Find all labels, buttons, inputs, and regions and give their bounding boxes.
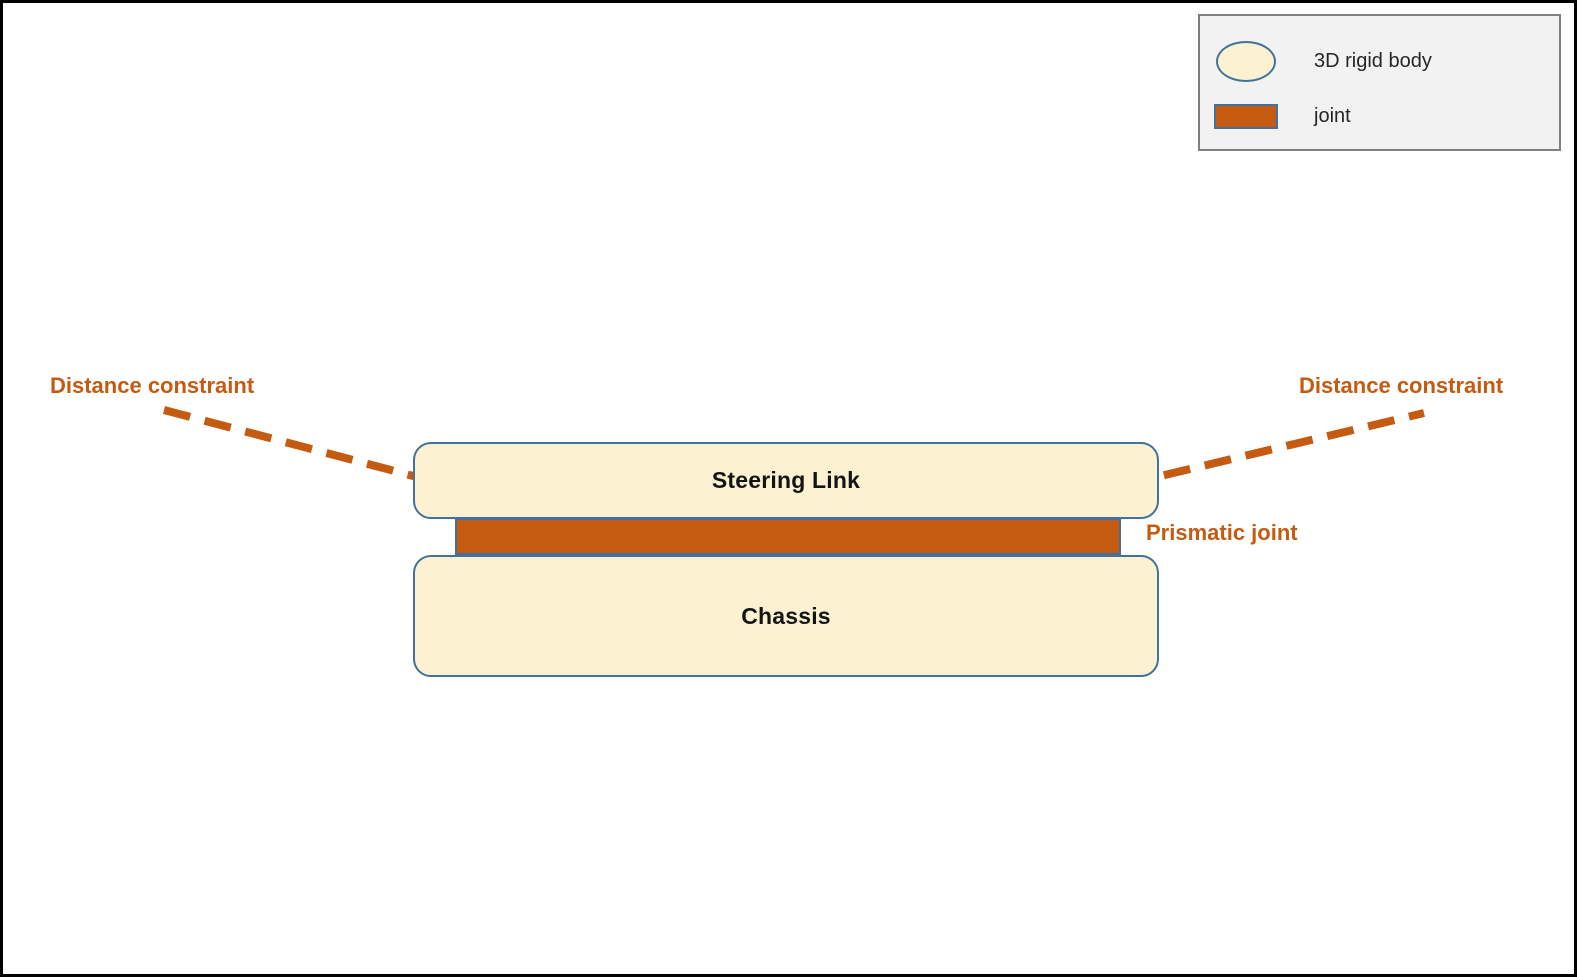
distance-constraint-dash-right xyxy=(1122,409,1425,489)
legend-label-joint: joint xyxy=(1314,105,1351,127)
steering-link-node-label: Steering Link xyxy=(711,467,861,493)
legend: 3D rigid body joint xyxy=(1198,14,1561,151)
prismatic-joint-label: Prismatic joint xyxy=(1146,520,1298,545)
chassis-node: Chassis xyxy=(413,555,1159,677)
legend-label-rigid-body: 3D rigid body xyxy=(1314,50,1432,72)
chassis-node-label: Chassis xyxy=(741,602,831,629)
rigid-body-ellipse-icon xyxy=(1216,41,1276,82)
prismatic-joint-bar xyxy=(455,518,1121,555)
steering-link-node: Steering Link xyxy=(413,442,1159,519)
distance-constraint-dash-left xyxy=(162,406,457,491)
distance-constraint-label-right: Distance constraint xyxy=(1299,373,1504,398)
joint-swatch-icon xyxy=(1214,104,1278,129)
distance-constraint-label-left: Distance constraint xyxy=(50,373,255,398)
